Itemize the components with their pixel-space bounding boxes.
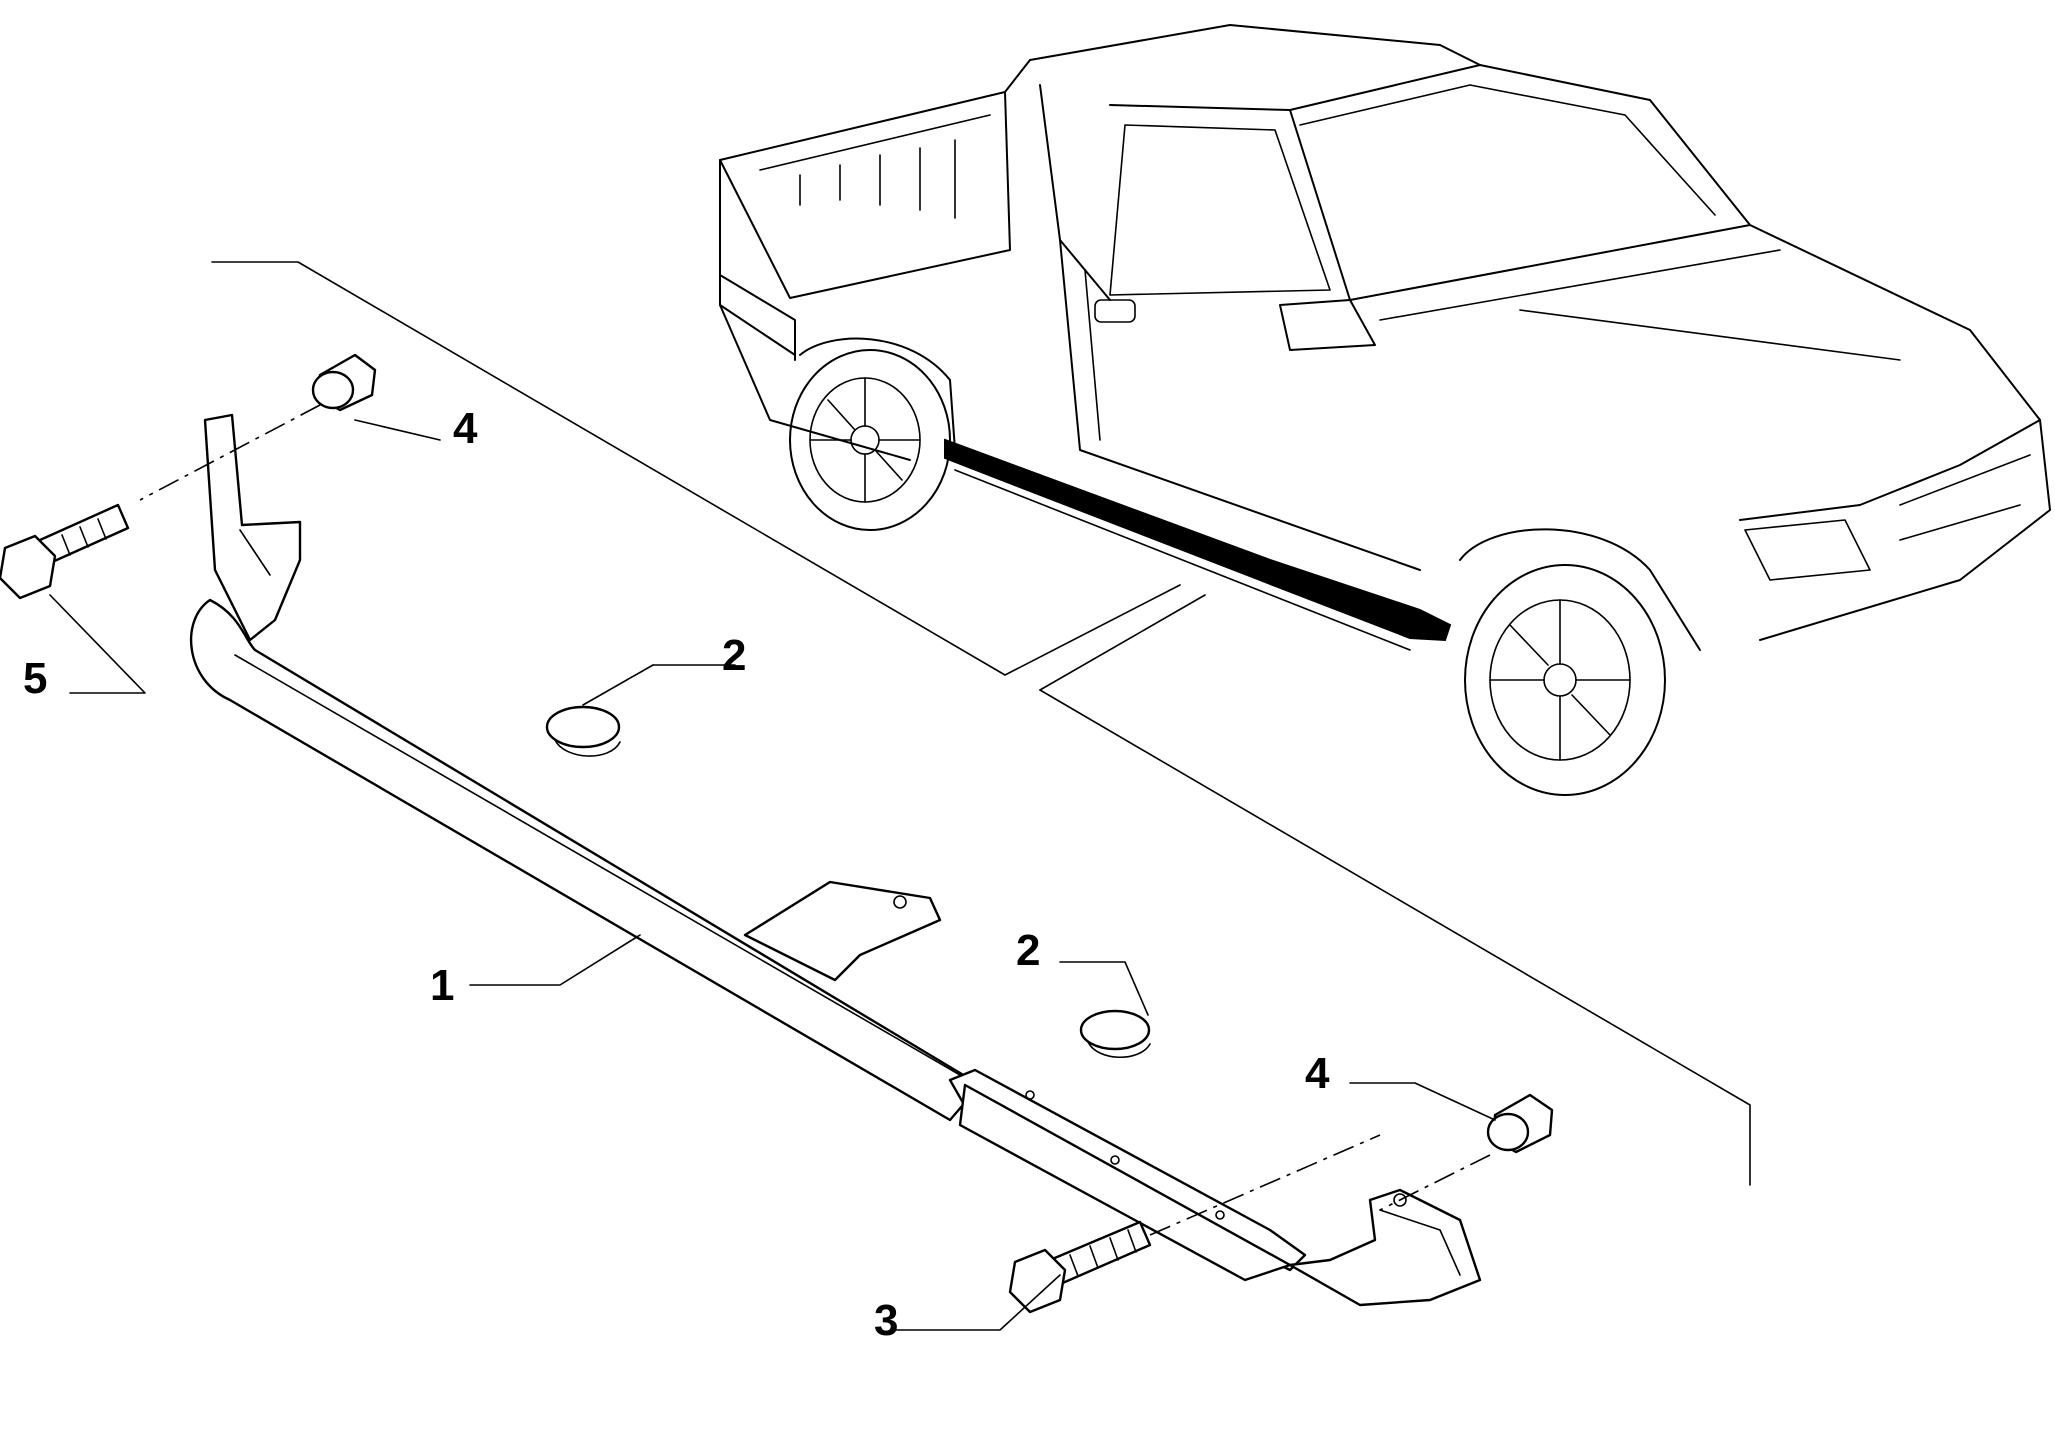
callout-5: 5 (23, 654, 47, 703)
pickup-truck-illustration (719, 24, 2051, 796)
part-2-plug-lower (1079, 1009, 1151, 1059)
callout-4-upper: 4 (453, 404, 478, 453)
callout-3: 3 (874, 1296, 898, 1345)
rear-wheel (789, 349, 951, 531)
part-1-side-step-tube (190, 413, 1482, 1307)
callout-2-lower: 2 (1016, 926, 1040, 975)
callout-numbers: 1 2 2 3 4 4 5 (23, 404, 1330, 1345)
part-4-nut-upper (139, 353, 377, 501)
leader-lines (49, 419, 1496, 1331)
callout-1: 1 (430, 961, 454, 1010)
part-3-bolt (1008, 1134, 1381, 1314)
callout-4-lower: 4 (1305, 1049, 1330, 1098)
front-wheel (1464, 564, 1666, 796)
callout-2-upper: 2 (722, 631, 746, 680)
part-4-nut-lower (1379, 1093, 1554, 1211)
part-5-bolt (0, 503, 130, 600)
part-2-plug-upper (545, 705, 621, 757)
reference-lines (211, 261, 1751, 1186)
running-board-on-vehicle (944, 438, 1452, 642)
